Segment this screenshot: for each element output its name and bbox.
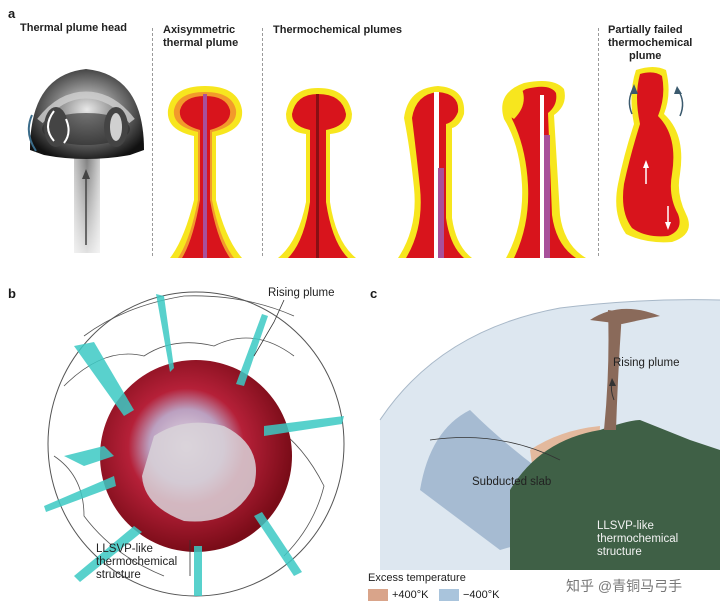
title-failed-2: thermochemical (608, 37, 693, 49)
subducted-slab-label: Subducted slab (472, 476, 552, 488)
partially-failed-plume (616, 67, 689, 243)
legend-hot-label: +400°K (392, 589, 429, 601)
thermochemical-plume-2 (398, 86, 472, 258)
title-thermochemical-plumes: Thermochemical plumes (273, 24, 402, 36)
title-axisymmetric-2: thermal plume (163, 37, 239, 49)
globe-llsvp-label-3: structure (96, 569, 141, 581)
legend-cold-swatch (438, 589, 459, 601)
globe-llsvp-label-1: LLSVP-like (96, 543, 153, 555)
watermark: 知乎 @青铜马弓手 (566, 578, 683, 594)
section-llsvp-label-1: LLSVP-like (597, 520, 654, 532)
divider-1 (152, 28, 153, 256)
legend: +400°K −400°K (368, 588, 505, 606)
title-thermal-plume-head: Thermal plume head (20, 22, 127, 34)
panel-c-letter: c (370, 286, 378, 301)
thermochemical-plume-3 (502, 81, 586, 258)
divider-3 (598, 28, 599, 256)
legend-title: Excess temperature (368, 572, 466, 584)
mantle-section-diagram (379, 299, 720, 570)
globe-llsvp-label-2: thermochemical (96, 556, 178, 568)
panel-b-letter: b (8, 286, 16, 301)
title-failed-1: Partially failed (608, 24, 683, 36)
section-rising-plume-label: Rising plume (613, 357, 680, 369)
globe-diagram (44, 291, 345, 597)
thermochemical-plume-1 (278, 88, 356, 258)
section-llsvp-label-3: structure (597, 546, 642, 558)
title-axisymmetric-1: Axisymmetric (163, 24, 236, 36)
globe-rising-plume-label: Rising plume (268, 287, 335, 299)
title-failed-3: plume (629, 50, 662, 62)
legend-cold: −400°K (438, 589, 500, 601)
panel-a-letter: a (8, 6, 16, 21)
legend-hot: +400°K (368, 589, 429, 601)
section-llsvp-label-2: thermochemical (597, 533, 679, 545)
legend-hot-swatch (368, 589, 388, 601)
axisymmetric-plume-diagram (167, 86, 243, 258)
legend-cold-label: −400°K (462, 589, 500, 601)
divider-2 (262, 28, 263, 256)
thermal-plume-head-diagram (27, 69, 144, 253)
